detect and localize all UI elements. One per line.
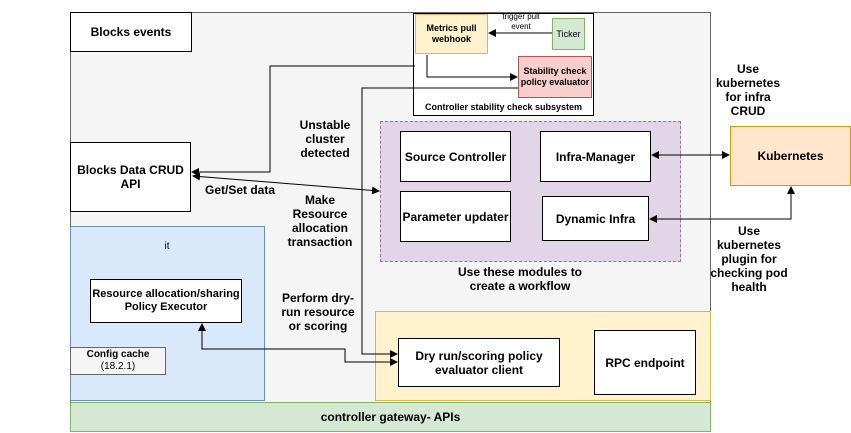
policy-executor-box[interactable]: Resource allocation/sharing Policy Execu… xyxy=(90,279,242,323)
config-cache-label: Config cache xyxy=(86,349,150,360)
trigger-pull-label: trigger pull event xyxy=(502,12,540,31)
crud-api-label: Blocks Data CRUD API xyxy=(77,163,184,191)
ticker-label: Ticker xyxy=(556,29,581,39)
config-cache-version: (18.2.1) xyxy=(100,361,136,372)
dry-run-client-label: Dry run/scoring policy evaluator client xyxy=(415,348,543,377)
dry-run-label: Perform dry-run resource or scoring xyxy=(281,291,355,333)
stability-subsystem-title: Controller stability check subsystem xyxy=(424,102,583,112)
ticker-box[interactable]: Ticker xyxy=(552,18,585,50)
parameter-updater-box[interactable]: Parameter updater xyxy=(400,191,511,242)
policy-executor-label: Resource allocation/sharing Policy Execu… xyxy=(92,288,240,313)
dynamic-infra-box[interactable]: Dynamic Infra xyxy=(542,196,649,241)
make-resource-label: Make Resource allocation transaction xyxy=(287,193,353,249)
config-cache-box[interactable]: Config cache (18.2.1) xyxy=(70,347,166,375)
kubernetes-label: Kubernetes xyxy=(757,149,824,163)
kubernetes-box[interactable]: Kubernetes xyxy=(730,126,851,186)
infra-manager-label: Infra-Manager xyxy=(555,149,636,164)
crud-api-box[interactable]: Blocks Data CRUD API xyxy=(70,142,191,212)
stability-evaluator-label: Stability check policy evaluator xyxy=(520,66,590,87)
infra-manager-box[interactable]: Infra-Manager xyxy=(540,131,651,182)
stability-check-evaluator[interactable]: Stability check policy evaluator xyxy=(518,56,592,98)
use-k8s-plugin-label: Use kubernetes plugin for checking pod h… xyxy=(710,224,788,294)
rpc-endpoint-label: RPC endpoint xyxy=(605,355,685,370)
source-controller-box[interactable]: Source Controller xyxy=(400,131,511,182)
metrics-pull-label: Metrics pull webhook xyxy=(426,23,477,44)
gateway-label: controller gateway- APIs xyxy=(320,410,461,424)
source-controller-label: Source Controller xyxy=(404,149,507,164)
dynamic-infra-label: Dynamic Infra xyxy=(555,211,636,226)
rpc-endpoint-box[interactable]: RPC endpoint xyxy=(594,330,696,395)
unstable-cluster-label: Unstable cluster detected xyxy=(299,118,351,160)
dry-run-client-box[interactable]: Dry run/scoring policy evaluator client xyxy=(398,338,560,387)
use-k8s-crud-label: Use kubernetes for infra CRUD xyxy=(715,62,781,118)
gateway-bar[interactable]: controller gateway- APIs xyxy=(70,402,711,432)
blocks-events-label: Blocks events xyxy=(90,25,172,39)
it-panel-title: it xyxy=(164,241,170,252)
modules-caption: Use these modules to create a workflow xyxy=(457,265,583,293)
metrics-pull-webhook[interactable]: Metrics pull webhook xyxy=(415,14,488,54)
blocks-events-box[interactable]: Blocks events xyxy=(70,12,192,52)
parameter-updater-label: Parameter updater xyxy=(402,209,509,224)
get-set-data-label: Get/Set data xyxy=(204,183,276,197)
